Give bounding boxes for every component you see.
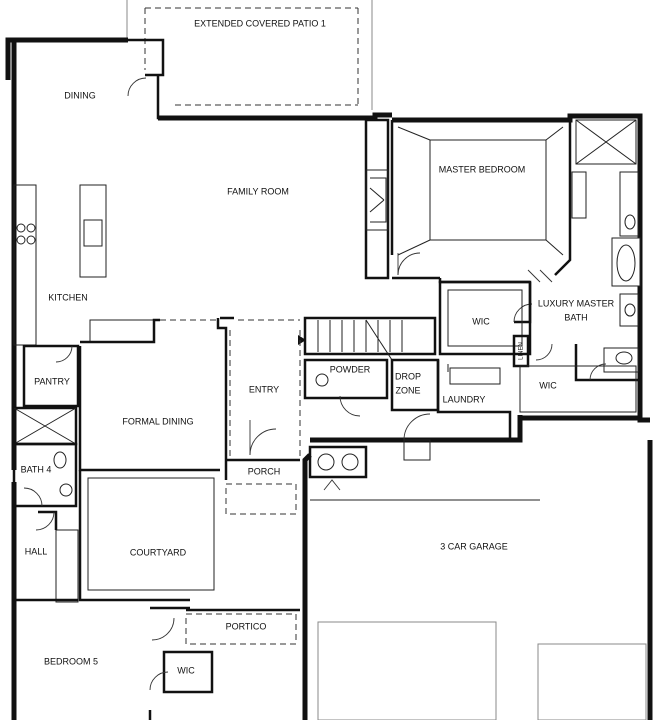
label-dining: DINING [64, 90, 96, 100]
label-powder: POWDER [330, 364, 371, 374]
service-rooms [303, 358, 512, 461]
mudroom-sinks [308, 445, 368, 491]
label-hall: HALL [25, 546, 48, 556]
label-wic-master: WIC [472, 316, 490, 326]
label-portico: PORTICO [226, 621, 267, 631]
label-linen: LINEN [519, 342, 525, 360]
portico-walls [148, 606, 300, 720]
label-3-car-garage: 3 CAR GARAGE [440, 541, 508, 551]
label-master-bedroom: MASTER BEDROOM [439, 164, 526, 174]
label-luxury-master-bath-2: BATH [564, 312, 587, 322]
label-porch: PORCH [248, 466, 281, 476]
label-pantry: PANTRY [34, 376, 70, 386]
label-entry: ENTRY [249, 384, 279, 394]
courtyard-walls [78, 470, 297, 602]
label-bath-4: BATH 4 [21, 464, 52, 474]
label-drop-zone-2: ZONE [395, 385, 420, 395]
stairs [298, 316, 437, 361]
label-family-room: FAMILY ROOM [227, 186, 289, 196]
label-luxury-master-bath-1: LUXURY MASTER [538, 298, 615, 308]
label-bedroom-5: BEDROOM 5 [44, 656, 98, 666]
master-bath-walls [513, 119, 641, 382]
label-wic-bath: WIC [539, 380, 557, 390]
master-bedroom-walls [390, 120, 572, 284]
label-extended-covered-patio: EXTENDED COVERED PATIO 1 [194, 18, 326, 28]
fireplace [364, 118, 390, 280]
label-formal-dining: FORMAL DINING [122, 416, 193, 426]
exterior-walls [5, 37, 653, 720]
bath4-hall-walls [12, 406, 79, 603]
label-laundry: LAUNDRY [443, 394, 486, 404]
garage-outline [310, 499, 647, 720]
label-courtyard: COURTYARD [130, 547, 187, 557]
kitchen-fixtures [13, 77, 160, 346]
pantry-walls [22, 344, 80, 408]
master-wic-walls [438, 280, 637, 413]
label-wic-bedroom: WIC [177, 665, 195, 675]
label-kitchen: KITCHEN [48, 292, 88, 302]
label-drop-zone-1: DROP [395, 371, 421, 381]
